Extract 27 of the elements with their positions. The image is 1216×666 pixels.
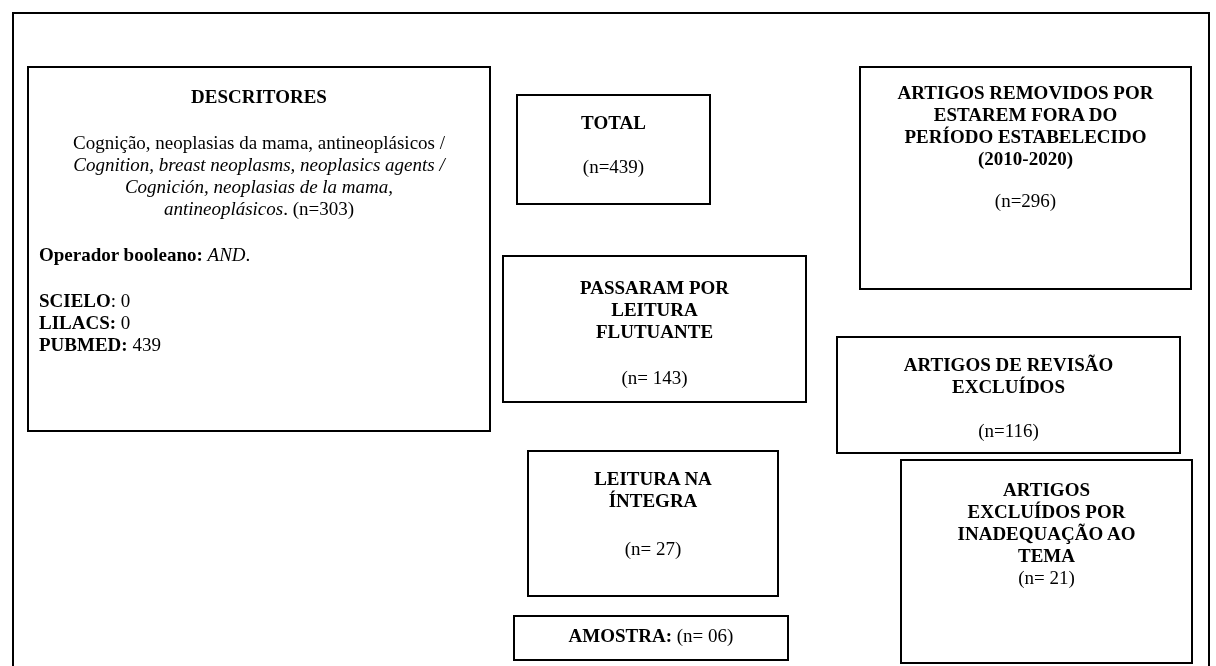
box-text: (n=116) xyxy=(977,420,1040,442)
process-box xyxy=(27,66,491,432)
box-heading: ARTIGOS DE REVISÃO EXCLUÍDOS xyxy=(902,354,1115,398)
box-heading: DESCRITORES xyxy=(190,86,328,108)
box-heading: PASSARAM POR LEITURA FLUTUANTE xyxy=(579,277,730,343)
process-box xyxy=(836,336,1181,454)
box-heading: LEITURA NA ÍNTEGRA xyxy=(593,468,713,512)
process-box xyxy=(527,450,779,597)
box-heading: ARTIGOS EXCLUÍDOS POR INADEQUAÇÃO AO TEMA xyxy=(956,479,1137,567)
box-text: Cognição, neoplasias da mama, antineoplásicos / Cognition, breast neoplasms, neoplasics agents / Cognición, neoplasias de la mama, antineoplásicos. (n=303) xyxy=(72,132,447,220)
box-text: LILACS: 0 xyxy=(39,312,132,334)
box-text: (n= 143) xyxy=(620,367,689,389)
process-box xyxy=(513,615,789,661)
box-text: Operador booleano: AND. xyxy=(39,244,252,266)
box-text: (n= 27) xyxy=(623,538,683,560)
box-text: (n=439) xyxy=(581,156,646,178)
box-text: SCIELO: 0 xyxy=(39,290,132,312)
box-text: AMOSTRA: (n= 06) xyxy=(567,625,735,647)
box-text: (n=296) xyxy=(993,190,1058,212)
process-box xyxy=(516,94,711,205)
box-text: PUBMED: 439 xyxy=(39,334,162,356)
box-heading: TOTAL xyxy=(580,112,647,134)
process-box xyxy=(859,66,1192,290)
process-box xyxy=(502,255,807,403)
box-text: (n= 21) xyxy=(1017,567,1076,589)
process-box xyxy=(900,459,1193,664)
box-heading: ARTIGOS REMOVIDOS POR ESTAREM FORA DO PERÍODO ESTABELECIDO (2010-2020) xyxy=(896,82,1155,170)
